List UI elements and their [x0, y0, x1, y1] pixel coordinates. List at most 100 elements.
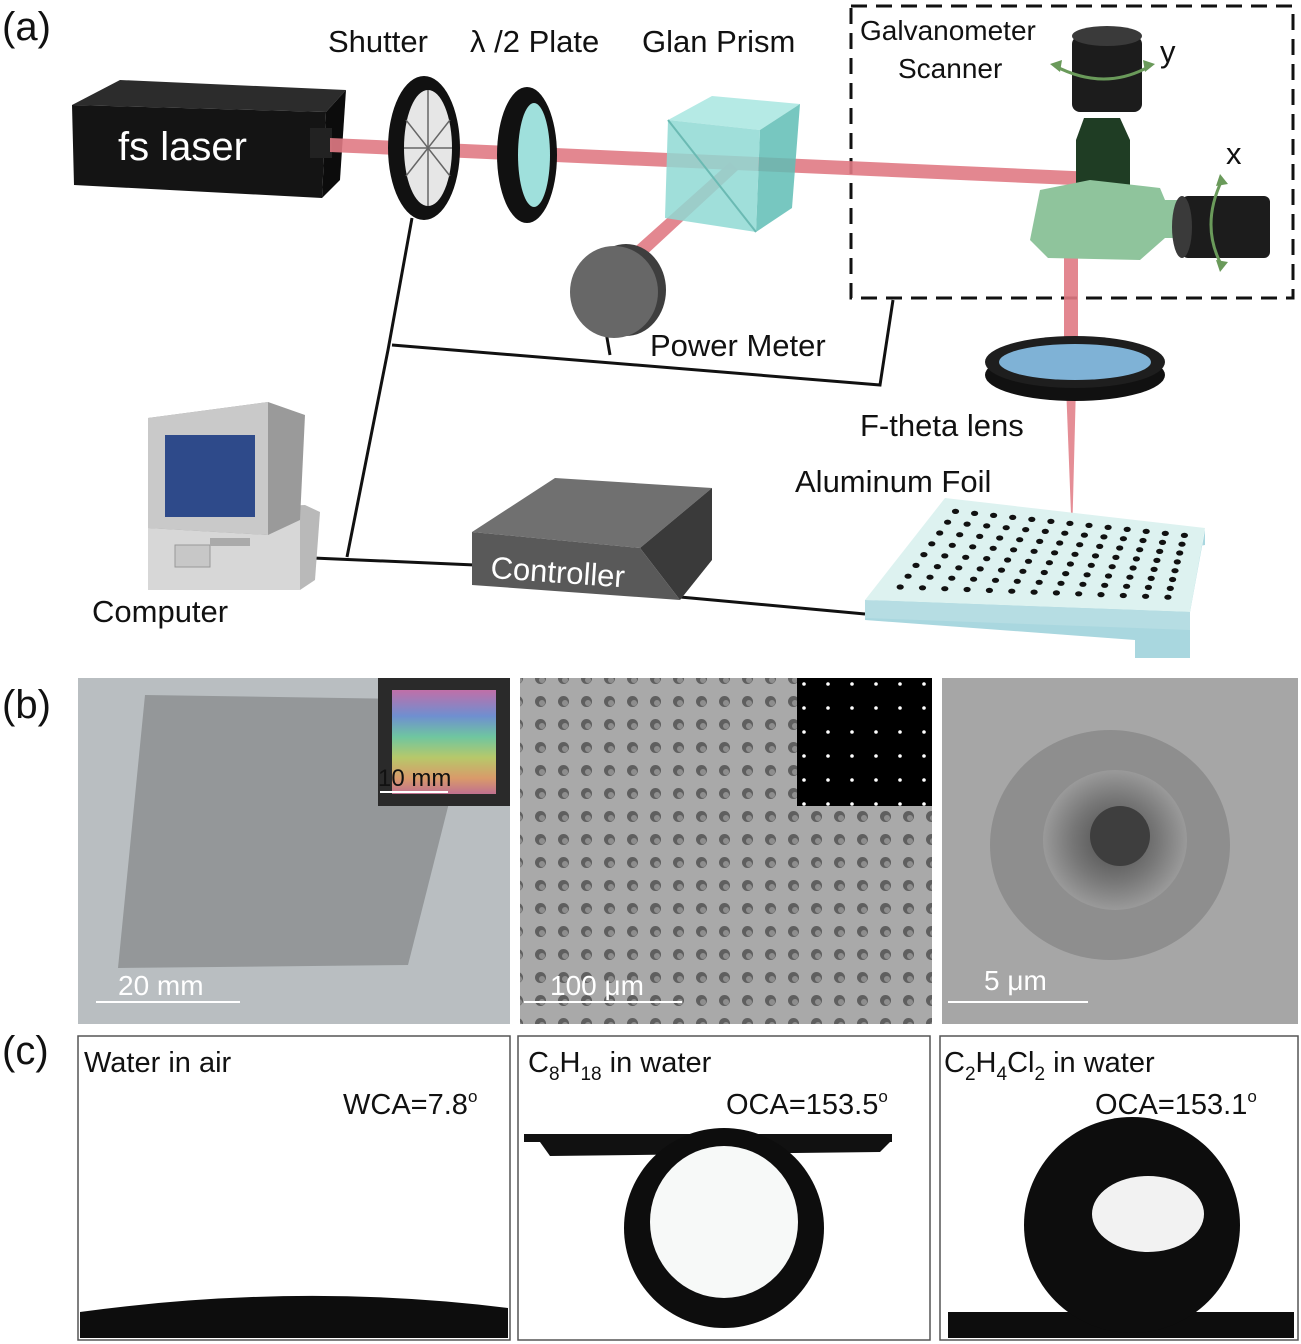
foil-hole — [1052, 590, 1060, 596]
foil-hole — [1119, 536, 1127, 542]
foil-hole — [1166, 585, 1174, 592]
foil-hole — [904, 573, 912, 579]
foil-hole — [1016, 537, 1024, 543]
foil-hole — [969, 544, 977, 550]
power-meter-label: Power Meter — [650, 328, 826, 363]
fs-laser-box: fs laser — [72, 80, 346, 198]
half-wave-plate-label: λ /2 Plate — [470, 24, 599, 59]
foil-hole — [989, 545, 997, 551]
foil-hole — [1104, 573, 1113, 579]
aluminum-foil-label: Aluminum Foil — [795, 464, 991, 499]
oca-value-octane: OCA=153.5o — [726, 1087, 888, 1121]
aluminum-foil-stage — [865, 498, 1205, 658]
shutter — [388, 76, 460, 220]
panel-b-letter: (b) — [2, 683, 51, 727]
foil-hole — [1083, 572, 1091, 578]
foil-hole — [971, 510, 979, 516]
panel-a-letter: (a) — [2, 5, 51, 49]
foil-hole — [1024, 558, 1033, 564]
foil-hole — [1104, 524, 1112, 531]
foil-hole — [1085, 522, 1093, 529]
foil-hole — [1028, 516, 1036, 523]
foil-hole — [1164, 594, 1172, 600]
galvanometer-label: Galvanometer — [860, 15, 1036, 46]
dichloroethane-caption: C2H4Cl2 in water — [944, 1047, 1155, 1085]
foil-hole — [1002, 525, 1010, 531]
foil-hole — [1108, 564, 1116, 570]
foil-hole — [926, 574, 934, 580]
foil-hole — [941, 586, 949, 592]
foil-hole — [1123, 526, 1131, 533]
foil-hole — [1045, 560, 1053, 566]
foil-hole — [928, 541, 936, 547]
foil-hole — [1076, 542, 1084, 548]
foil-hole — [1009, 514, 1017, 521]
foil-hole — [1153, 557, 1161, 564]
scale-bar-5um: 5 μm — [984, 965, 1047, 996]
foil-hole — [1123, 583, 1131, 589]
foil-hole — [1116, 545, 1124, 551]
foil-hole — [1178, 541, 1186, 547]
foil-hole — [962, 554, 970, 560]
foil-hole — [1161, 530, 1169, 537]
sem-hole-image: 5 μm — [942, 678, 1298, 1024]
foil-hole — [912, 562, 920, 569]
foil-hole — [1030, 589, 1038, 595]
foil-hole — [1173, 559, 1181, 565]
computer-label: Computer — [92, 594, 228, 629]
foil-hole — [1087, 562, 1095, 568]
foil-hole — [941, 553, 949, 559]
foil-hole — [1066, 520, 1074, 527]
foil-hole — [1156, 548, 1164, 555]
foil-hole — [951, 508, 960, 514]
foil-hole — [970, 576, 978, 582]
octane-caption: C8H18 in water — [528, 1047, 712, 1085]
contact-angle-water: Water in air WCA=7.8o — [77, 1035, 511, 1341]
inset-scale-bar-label: 10 mm — [378, 765, 451, 792]
foil-hole — [955, 565, 963, 571]
sample-photo: 10 mm 20 mm — [78, 678, 510, 1024]
foil-hole — [1142, 528, 1150, 535]
f-theta-lens-label: F-theta lens — [860, 408, 1024, 443]
half-wave-plate — [497, 87, 557, 223]
foil-hole — [1056, 540, 1064, 546]
foil-hole — [1062, 571, 1070, 577]
foil-hole — [1075, 591, 1083, 597]
oca-value-dichloroethane: OCA=153.1o — [1095, 1087, 1257, 1121]
wires — [289, 217, 895, 616]
foil-hole — [1119, 592, 1127, 599]
glan-prism-label: Glan Prism — [642, 24, 795, 59]
foil-hole — [1057, 580, 1065, 586]
f-theta-lens — [985, 336, 1165, 401]
foil-hole — [1144, 584, 1152, 591]
foil-hole — [1004, 557, 1012, 563]
contact-angle-octane: C8H18 in water OCA=153.5o — [517, 1035, 931, 1341]
foil-hole — [1010, 547, 1018, 553]
foil-hole — [997, 567, 1006, 573]
foil-hole — [985, 587, 994, 594]
foil-hole — [1101, 582, 1109, 588]
scanner-label: Scanner — [898, 53, 1002, 84]
foil-hole — [1041, 528, 1049, 535]
foil-hole — [1142, 593, 1150, 599]
contact-angle-dichloroethane: C2H4Cl2 in water OCA=153.1o — [939, 1035, 1299, 1341]
foil-hole — [1030, 548, 1038, 554]
foil-hole — [1158, 539, 1167, 546]
foil-hole — [956, 532, 964, 538]
foil-hole — [1071, 551, 1079, 557]
foil-hole — [920, 552, 928, 558]
foil-hole — [963, 521, 971, 527]
foil-hole — [1040, 569, 1048, 576]
foil-hole — [1096, 543, 1104, 550]
foil-hole — [996, 535, 1004, 541]
foil-hole — [991, 577, 1000, 583]
foil-hole — [1180, 532, 1188, 539]
foil-hole — [1035, 579, 1043, 585]
foil-hole — [1019, 568, 1027, 574]
foil-hole — [948, 575, 956, 581]
foil-hole — [1022, 527, 1030, 533]
wca-value: WCA=7.8o — [343, 1087, 477, 1121]
foil-hole — [1136, 547, 1144, 553]
foil-hole — [936, 530, 944, 536]
